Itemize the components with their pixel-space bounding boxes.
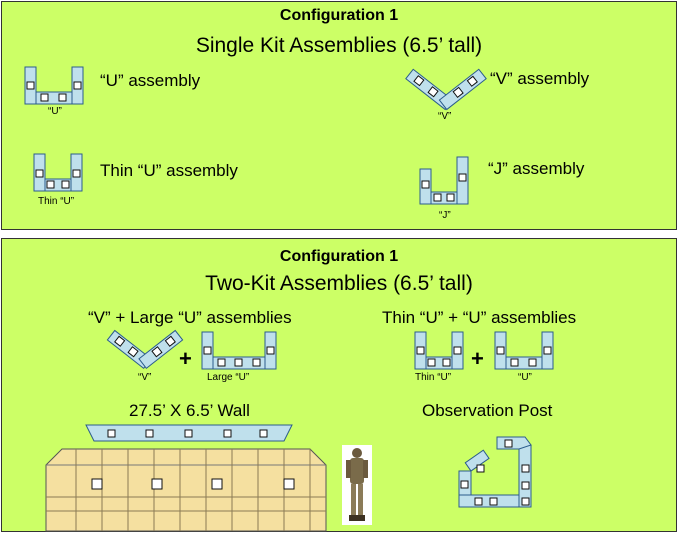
thin-u-assembly-icon	[33, 153, 83, 192]
wall-label: 27.5’ X 6.5’ Wall	[129, 401, 250, 420]
u-caption: “U”	[48, 106, 62, 117]
thin-u-assembly-icon	[414, 331, 464, 370]
v-caption: “V”	[438, 111, 452, 122]
plus-sign-right: +	[471, 346, 484, 371]
panel1-subtitle: Single Kit Assemblies (6.5’ tall)	[195, 34, 483, 57]
panel1-title: Configuration 1	[279, 7, 399, 24]
soldier-figure-icon	[342, 445, 372, 525]
v-assembly-icon	[106, 329, 184, 369]
panel2-title: Configuration 1	[279, 248, 399, 265]
v-large-u-heading: “V” + Large “U” assemblies	[88, 308, 292, 327]
j-caption: “J”	[439, 210, 451, 221]
tent-structure-icon	[45, 448, 327, 532]
j-assembly-label: “J” assembly	[488, 159, 585, 178]
u-assembly-icon	[24, 66, 84, 105]
v-caption-2: “V”	[138, 372, 152, 383]
u-assembly-icon	[494, 331, 554, 370]
observation-post-icon	[458, 436, 532, 508]
thin-u-caption: Thin “U”	[38, 196, 75, 207]
thin-u-caption-2: Thin “U”	[415, 372, 452, 383]
thin-u-assembly-label: Thin “U” assembly	[100, 161, 238, 180]
j-assembly-icon	[419, 156, 469, 205]
large-u-assembly-icon	[201, 331, 277, 370]
panel2-subtitle: Two-Kit Assemblies (6.5’ tall)	[205, 272, 473, 295]
two-kit-panel: Configuration 1 Two-Kit Assemblies (6.5’…	[1, 238, 677, 532]
u-assembly-label: “U” assembly	[100, 71, 201, 90]
v-assembly-label: “V” assembly	[490, 69, 590, 88]
wall-strip-icon	[85, 424, 293, 442]
single-kit-panel: Configuration 1 Single Kit Assemblies (6…	[1, 1, 677, 230]
large-u-caption: Large “U”	[207, 372, 250, 383]
u-caption-2: “U”	[518, 372, 532, 383]
thin-u-u-heading: Thin “U” + “U” assemblies	[382, 308, 577, 327]
plus-sign-left: +	[179, 346, 192, 371]
v-assembly-icon	[405, 68, 487, 111]
observation-post-label: Observation Post	[422, 401, 553, 420]
